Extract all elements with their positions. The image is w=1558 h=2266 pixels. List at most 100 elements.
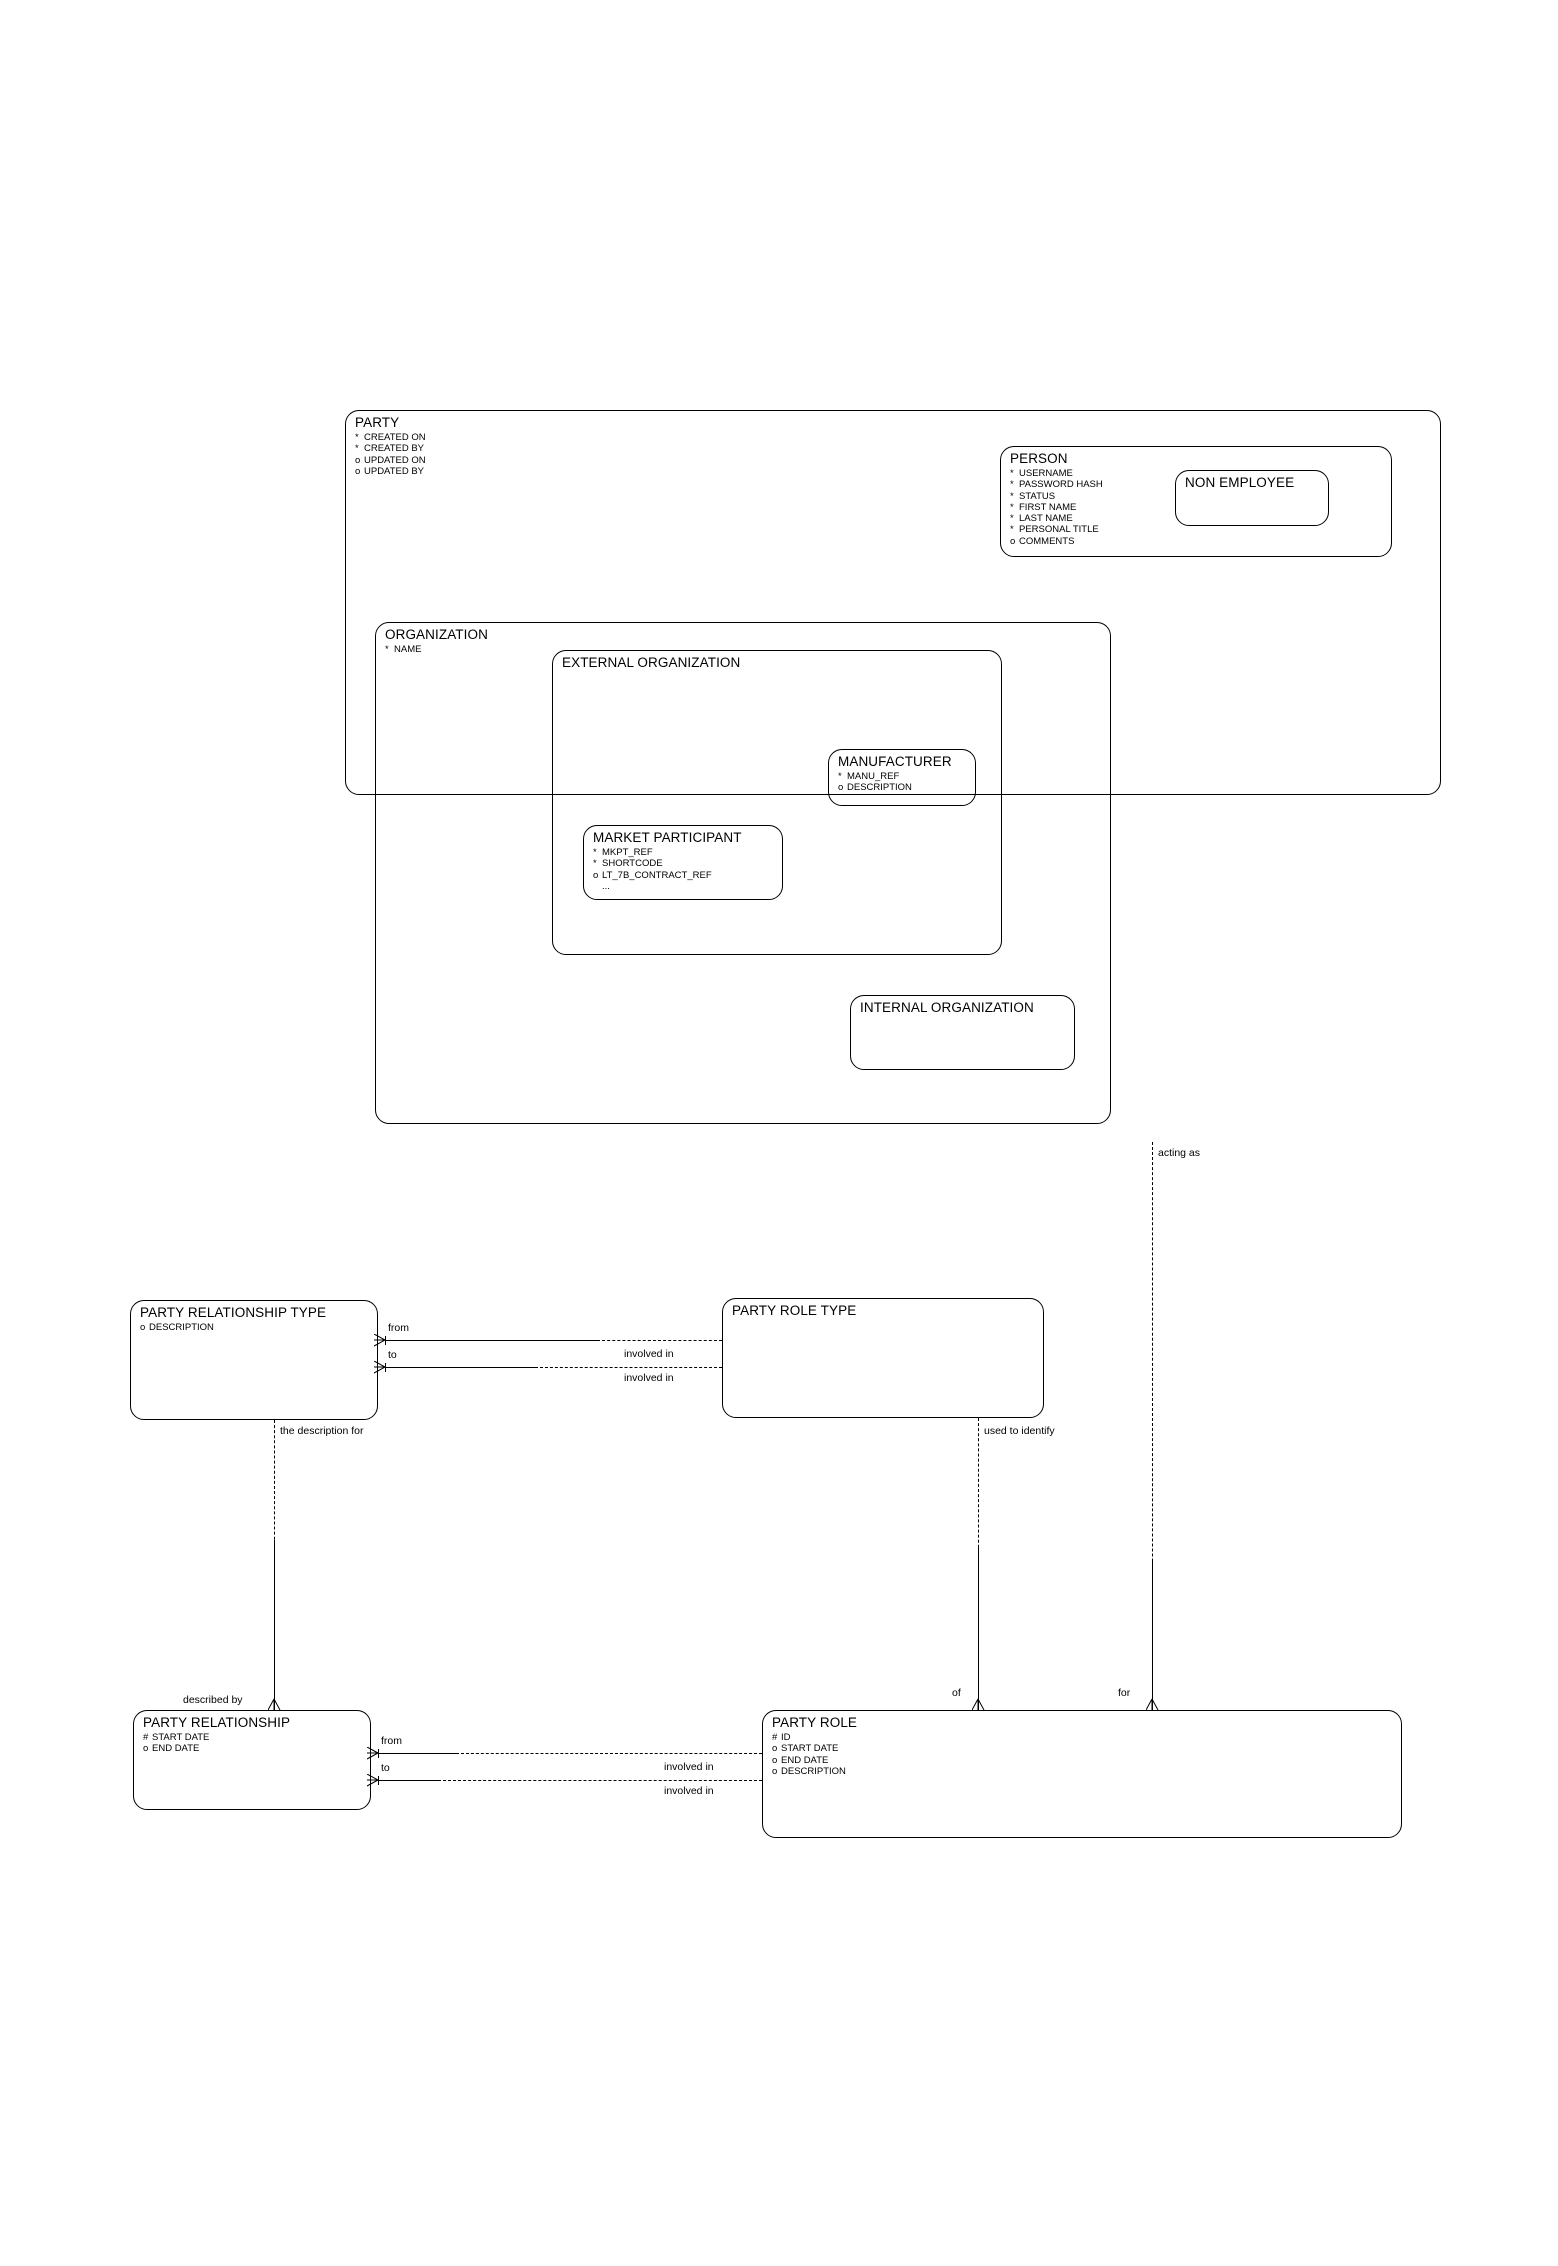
entity-party-relationship-title: PARTY RELATIONSHIP bbox=[143, 1715, 291, 1730]
entity-non-employee[interactable]: NON EMPLOYEE bbox=[1175, 470, 1329, 526]
attribute-row: * MKPT_REF bbox=[593, 847, 712, 858]
attribute-label: PASSWORD HASH bbox=[1019, 479, 1103, 491]
entity-party-relationship-type-title: PARTY RELATIONSHIP TYPE bbox=[140, 1305, 327, 1320]
entity-external-organization[interactable]: EXTERNAL ORGANIZATION bbox=[552, 650, 1002, 955]
connector-prt-from-tick bbox=[385, 1336, 386, 1345]
attribute-row: *SHORTCODE bbox=[593, 858, 712, 869]
relationship-label-prl-from: from bbox=[381, 1735, 402, 1747]
entity-person[interactable]: PERSON *USERNAME *PASSWORD HASH *STATUS … bbox=[1000, 446, 1392, 557]
attribute-mark: o bbox=[838, 782, 844, 794]
attribute-label: CREATED BY bbox=[364, 443, 425, 455]
attribute-row: *USERNAME bbox=[1010, 468, 1103, 479]
connector-party-acting-as-dashed bbox=[1152, 1142, 1153, 1687]
attribute-label: ID bbox=[781, 1732, 791, 1743]
relationship-label-prt-to: to bbox=[388, 1349, 397, 1361]
entity-organization[interactable]: ORGANIZATION *NAME bbox=[375, 622, 1111, 1124]
attribute-mark: o bbox=[772, 1743, 778, 1755]
attribute-label: PERSONAL TITLE bbox=[1019, 524, 1099, 536]
attribute-mark: * bbox=[1010, 513, 1014, 525]
attribute-label: DESCRIPTION bbox=[149, 1322, 214, 1333]
crowsfoot-party-role-for-icon bbox=[1146, 1698, 1159, 1711]
relationship-label-prl-involved-in-1: involved in bbox=[664, 1761, 714, 1773]
attribute-label: LAST NAME bbox=[1019, 513, 1073, 525]
connector-prl-to-tick bbox=[378, 1776, 379, 1785]
entity-market-participant-title: MARKET PARTICIPANT bbox=[593, 830, 742, 845]
attribute-mark: # bbox=[772, 1732, 778, 1743]
relationship-label-described-by: described by bbox=[183, 1694, 243, 1706]
attribute-row: #ID bbox=[772, 1732, 846, 1743]
attribute-row: *CREATED BY bbox=[355, 443, 426, 454]
attribute-mark: o bbox=[355, 454, 361, 466]
relationship-label-prt-involved-in-1: involved in bbox=[624, 1348, 674, 1360]
connector-prl-from-dashed bbox=[456, 1753, 762, 1754]
entity-party-title: PARTY bbox=[355, 415, 400, 430]
attribute-label: STATUS bbox=[1019, 490, 1056, 502]
attribute-label: END DATE bbox=[152, 1743, 200, 1755]
attribute-label: COMMENTS bbox=[1019, 535, 1075, 547]
attribute-row: ... bbox=[593, 881, 712, 892]
attribute-mark: o bbox=[772, 1765, 778, 1777]
attribute-label: MANU_REF bbox=[847, 771, 900, 782]
entity-internal-organization[interactable]: INTERNAL ORGANIZATION bbox=[850, 995, 1075, 1070]
entity-organization-title: ORGANIZATION bbox=[385, 627, 488, 642]
attribute-label: LT_7B_CONTRACT_REF bbox=[602, 869, 712, 881]
relationship-label-prl-to: to bbox=[381, 1762, 390, 1774]
entity-external-organization-title: EXTERNAL ORGANIZATION bbox=[562, 655, 741, 670]
attribute-mark: * bbox=[1010, 524, 1014, 536]
attribute-mark: * bbox=[355, 432, 359, 443]
relationship-label-the-description-for: the description for bbox=[280, 1425, 364, 1437]
crowsfoot-described-by-icon bbox=[268, 1698, 281, 1711]
connector-prt-to-solid bbox=[385, 1367, 535, 1368]
attribute-row: *NAME bbox=[385, 644, 421, 655]
relationship-label-prl-involved-in-2: involved in bbox=[664, 1785, 714, 1797]
entity-non-employee-title: NON EMPLOYEE bbox=[1185, 475, 1295, 490]
connector-prl-to-dashed bbox=[438, 1780, 762, 1781]
attribute-label: START DATE bbox=[152, 1732, 210, 1743]
attribute-row: *PASSWORD HASH bbox=[1010, 479, 1103, 490]
connector-prt-from-dashed bbox=[597, 1340, 722, 1341]
connector-the-description-for-solid bbox=[274, 1540, 275, 1710]
attribute-label: END DATE bbox=[781, 1754, 829, 1766]
entity-party-role-type[interactable]: PARTY ROLE TYPE bbox=[722, 1298, 1044, 1418]
attribute-row: *MANU_REF bbox=[838, 771, 912, 782]
relationship-label-acting-as: acting as bbox=[1158, 1147, 1201, 1159]
attribute-label: UPDATED ON bbox=[364, 454, 426, 466]
connector-prt-to-dashed bbox=[535, 1367, 722, 1368]
connector-prt-to-tick bbox=[385, 1363, 386, 1372]
attribute-row: * STATUS bbox=[1010, 491, 1103, 502]
attribute-row: *FIRST NAME bbox=[1010, 502, 1103, 513]
attribute-label: CREATED ON bbox=[364, 432, 426, 443]
relationship-label-used-to-identify: used to identify bbox=[984, 1425, 1055, 1437]
attribute-label: ... bbox=[602, 880, 610, 892]
attribute-label: MKPT_REF bbox=[602, 847, 653, 858]
attribute-mark: # bbox=[143, 1732, 149, 1743]
entity-organization-attributes: *NAME bbox=[385, 644, 421, 655]
connector-used-to-identify-dashed bbox=[978, 1418, 979, 1563]
relationship-label-party-role-of: of bbox=[952, 1687, 961, 1699]
attribute-label: NAME bbox=[394, 644, 422, 655]
attribute-mark: * bbox=[1010, 490, 1014, 502]
attribute-row: * CREATED ON bbox=[355, 432, 426, 443]
entity-market-participant[interactable]: MARKET PARTICIPANT *MKPT_REF *SHORTCODE … bbox=[583, 825, 783, 900]
crowsfoot-prt-from-icon bbox=[374, 1334, 386, 1347]
attribute-mark: o bbox=[772, 1754, 778, 1766]
connector-used-to-identify-solid bbox=[978, 1545, 979, 1710]
attribute-mark: * bbox=[593, 847, 597, 858]
attribute-mark: o bbox=[1010, 535, 1016, 547]
attribute-mark: o bbox=[143, 1743, 149, 1755]
connector-prl-to-solid bbox=[378, 1780, 438, 1781]
